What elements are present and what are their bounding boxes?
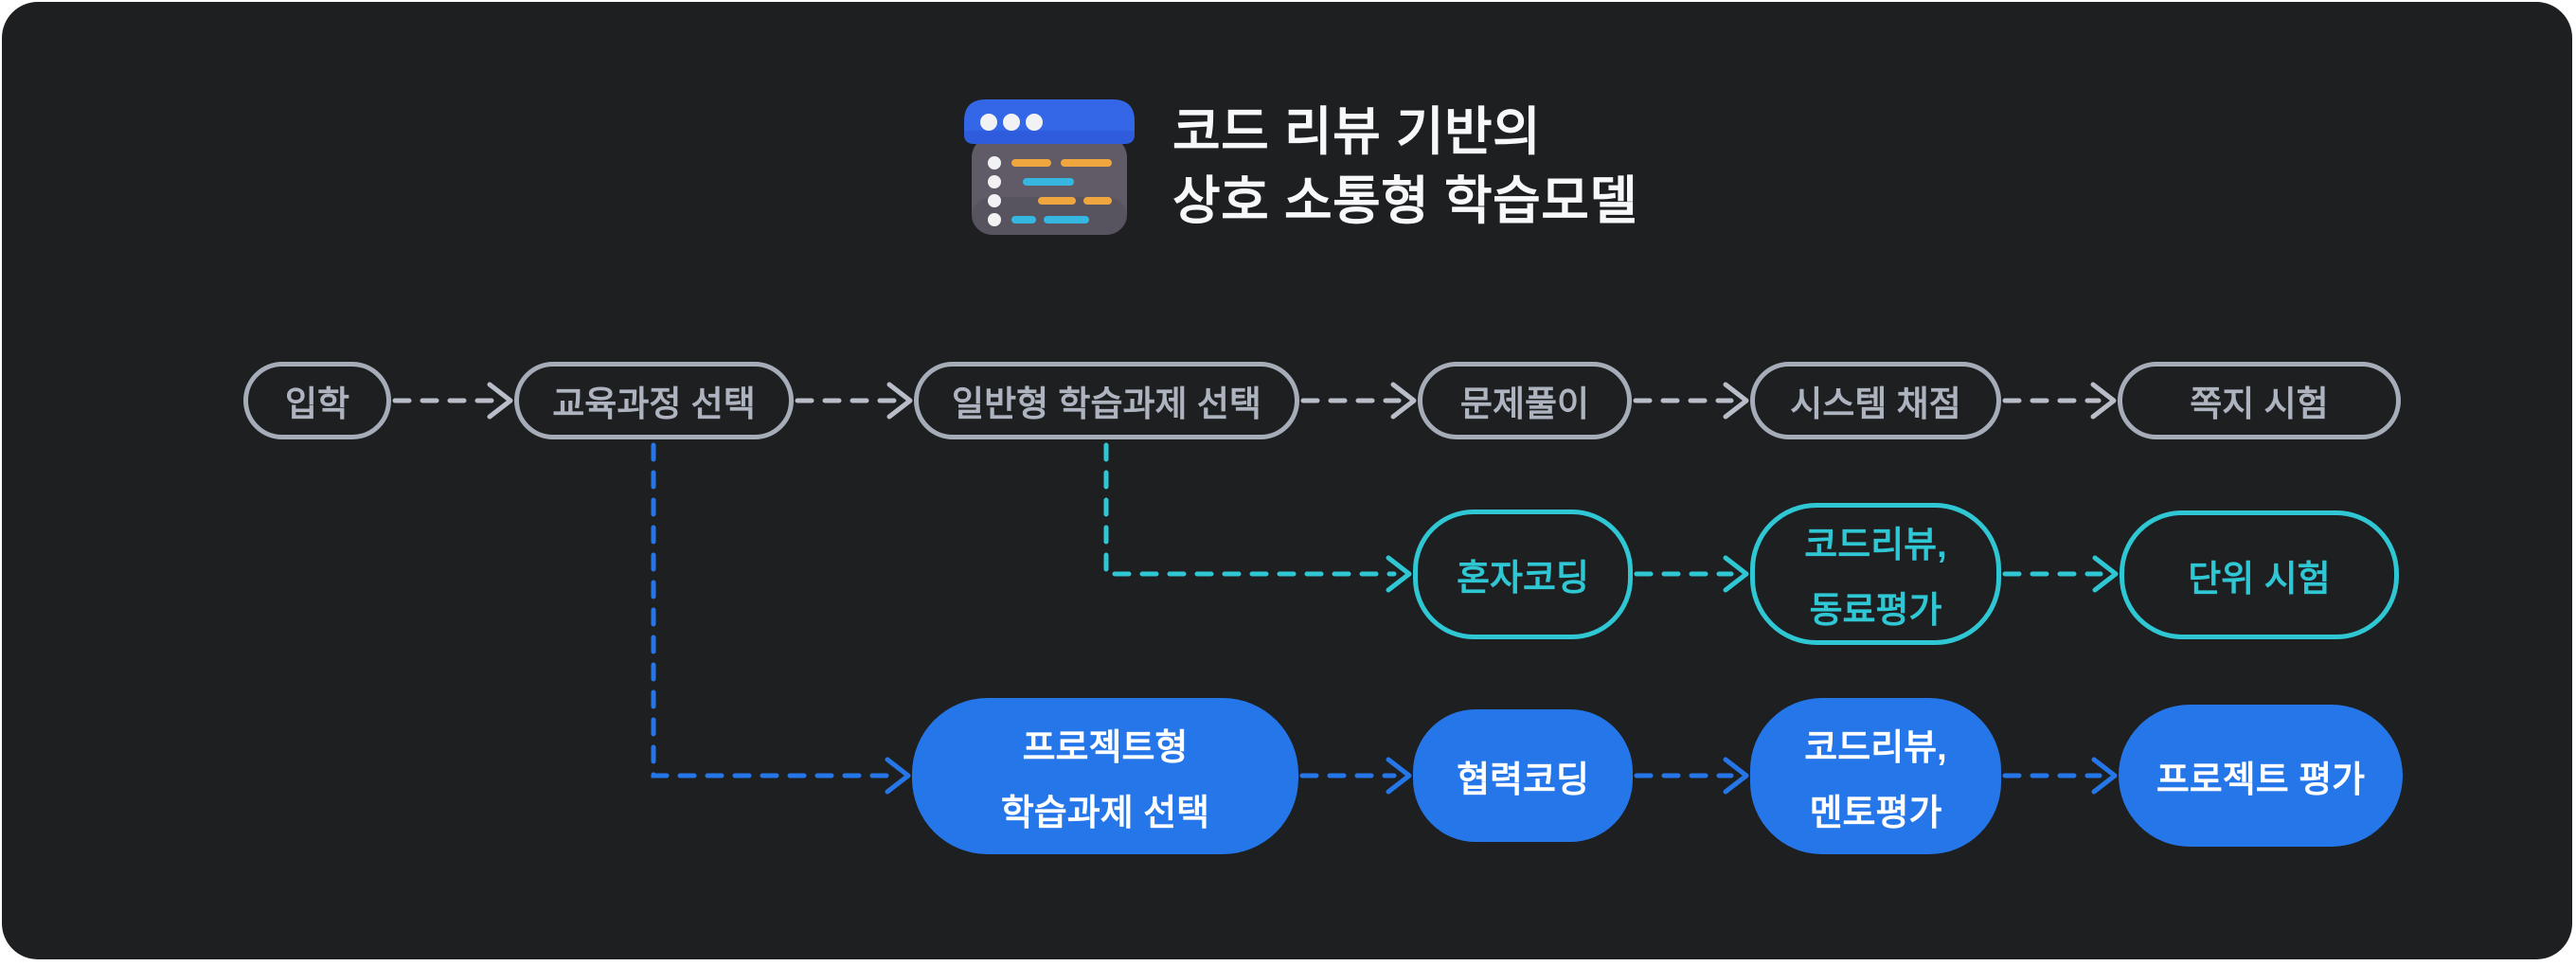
node-code-review-mentor: 코드리뷰, 멘토평가	[1750, 698, 2001, 854]
node-code-review-peer: 코드리뷰, 동료평가	[1750, 503, 2001, 645]
node-admission: 입학	[243, 362, 391, 439]
node-label-line2: 멘토평가	[1809, 793, 1942, 833]
node-solo-coding: 혼자코딩	[1413, 510, 1633, 639]
node-problem-solving: 문제풀이	[1418, 362, 1632, 439]
node-system-grading: 시스템 채점	[1750, 362, 2001, 439]
node-label: 혼자코딩	[1457, 559, 1589, 599]
node-label: 프로젝트 평가	[2156, 760, 2366, 800]
diagram-title-block: 코드 리뷰 기반의 상호 소통형 학습모델	[955, 83, 1637, 250]
node-label: 일반형 학습과제 선택	[952, 385, 1261, 423]
node-label: 코드리뷰,	[1804, 727, 1947, 768]
page-title: 코드 리뷰 기반의 상호 소통형 학습모델	[1172, 98, 1637, 235]
node-label: 입학	[284, 385, 350, 423]
page-title-line1: 코드 리뷰 기반의	[1172, 102, 1542, 162]
node-collab-coding: 협력코딩	[1413, 709, 1633, 842]
node-project-evaluation: 프로젝트 평가	[2119, 705, 2403, 847]
node-unit-exam: 단위 시험	[2120, 510, 2399, 639]
node-label: 시스템 채점	[1790, 385, 1961, 423]
code-window-icon	[964, 99, 1135, 235]
node-label: 문제풀이	[1459, 385, 1590, 423]
node-label: 프로젝트형	[1022, 727, 1189, 768]
page-title-line2: 상호 소통형 학습모델	[1172, 171, 1638, 230]
node-label-line2: 학습과제 선택	[1000, 793, 1210, 833]
node-label: 단위 시험	[2188, 559, 2331, 599]
node-curriculum-select: 교육과정 선택	[514, 362, 794, 439]
node-paper-quiz: 쪽지 시험	[2118, 362, 2401, 439]
node-label: 교육과정 선택	[552, 385, 756, 423]
node-label: 쪽지 시험	[2190, 385, 2329, 423]
node-general-task-select: 일반형 학습과제 선택	[914, 362, 1299, 439]
node-project-task-select: 프로젝트형 학습과제 선택	[912, 698, 1298, 854]
node-label-line2: 동료평가	[1809, 591, 1942, 631]
node-label: 코드리뷰,	[1804, 526, 1947, 565]
node-label: 협력코딩	[1457, 760, 1589, 800]
